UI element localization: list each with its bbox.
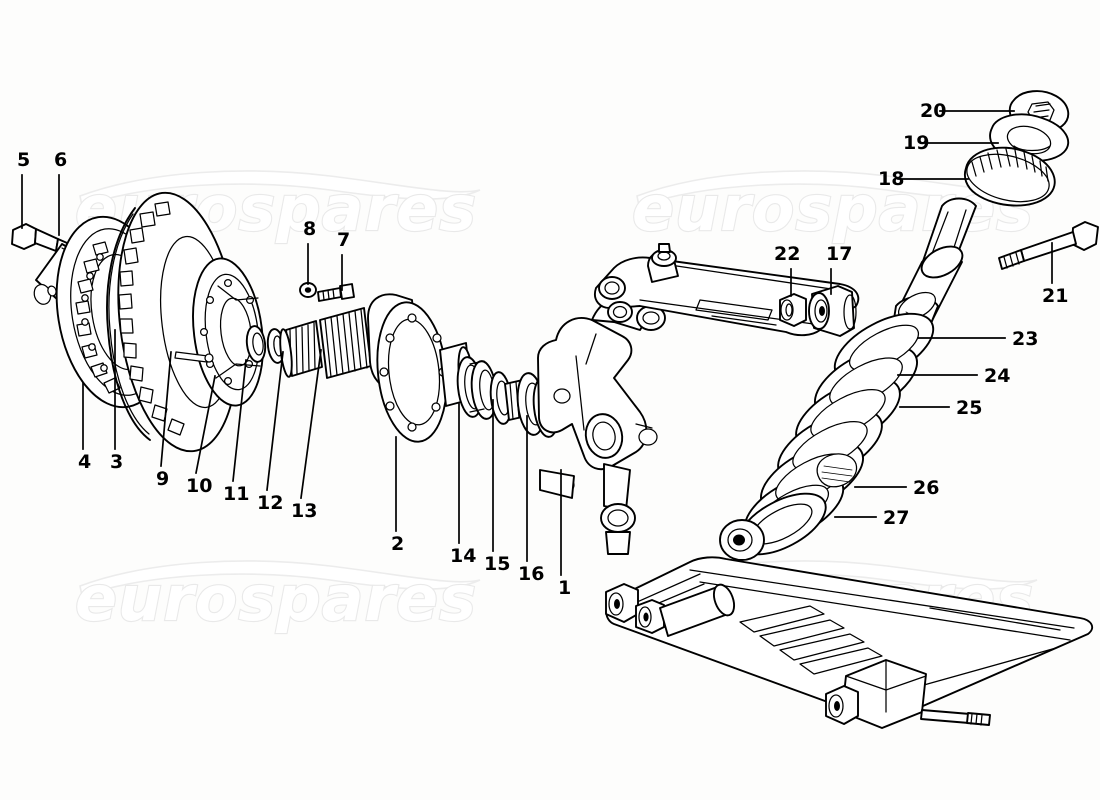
callout-2: 2	[391, 436, 404, 555]
callout-25: 25	[899, 397, 982, 419]
part-retaining-screw-9	[174, 351, 214, 363]
callout-number: 20	[920, 100, 946, 122]
callout-number: 5	[17, 149, 30, 171]
callout-number: 25	[956, 397, 982, 419]
callout-22: 22	[774, 243, 800, 297]
callout-number: 8	[303, 218, 316, 240]
watermark-text: eurospares	[75, 562, 477, 635]
callout-number: 15	[484, 553, 510, 575]
callout-6: 6	[54, 149, 67, 236]
callout-21: 21	[1042, 242, 1068, 307]
callout-15: 15	[484, 399, 510, 575]
callout-1: 1	[558, 469, 571, 599]
callout-7: 7	[337, 229, 350, 291]
part-hub-carrier-1	[537, 295, 666, 555]
part-arm-front-pivot	[605, 583, 736, 637]
callout-12: 12	[257, 351, 284, 514]
callout-number: 24	[984, 365, 1010, 387]
watermark-swoosh	[79, 170, 481, 208]
dust-shield-rivets	[81, 253, 108, 372]
leader-line	[160, 351, 172, 467]
callout-number: 3	[110, 451, 123, 473]
part-lower-shock-eye	[719, 519, 765, 561]
callout-number: 17	[826, 243, 852, 265]
callout-23: 23	[917, 328, 1038, 350]
callout-19: 19	[903, 132, 999, 154]
callout-number: 22	[774, 243, 800, 265]
leader-line	[195, 375, 216, 474]
leader-line	[300, 349, 322, 499]
callout-number: 6	[54, 149, 67, 171]
callout-number: 11	[223, 483, 249, 505]
control-arm-ribs	[739, 605, 883, 675]
callout-number: 4	[78, 451, 91, 473]
part-coil-spring-25	[719, 312, 935, 561]
part-nut-22	[779, 293, 807, 327]
callout-13: 13	[291, 349, 322, 522]
callout-number: 19	[903, 132, 929, 154]
callout-14: 14	[450, 403, 476, 567]
hub-bolt-holes	[379, 313, 448, 432]
part-lower-shock-26	[816, 453, 858, 488]
part-bolt-21	[998, 221, 1099, 270]
callout-4: 4	[78, 382, 91, 473]
callout-number: 2	[391, 533, 404, 555]
watermark-swoosh	[79, 560, 481, 598]
part-bushing-17	[808, 285, 857, 337]
callout-number: 12	[257, 492, 283, 514]
callout-26: 26	[854, 477, 939, 499]
part-wheel-hub-2	[367, 293, 475, 443]
callout-9: 9	[156, 351, 172, 490]
callout-20: 20	[920, 100, 1015, 122]
callout-number: 23	[1012, 328, 1038, 350]
disc-cooling-slots	[118, 201, 185, 436]
callout-17: 17	[826, 243, 852, 295]
watermark-group-3: eurospares	[74, 560, 481, 636]
callout-number: 10	[186, 475, 212, 497]
callout-number: 1	[558, 577, 571, 599]
callout-number: 26	[913, 477, 939, 499]
axle-splines	[324, 309, 368, 378]
callout-24: 24	[897, 365, 1010, 387]
part-bearing-11	[245, 325, 267, 363]
callout-18: 18	[878, 168, 969, 190]
callout-11: 11	[223, 359, 249, 505]
callout-8: 8	[303, 218, 316, 285]
callout-number: 27	[883, 507, 909, 529]
callout-number: 21	[1042, 285, 1068, 307]
part-arm-outer-joint	[825, 659, 991, 729]
callout-10: 10	[186, 375, 216, 497]
callout-3: 3	[110, 329, 123, 473]
callout-number: 16	[518, 563, 544, 585]
callout-27: 27	[834, 507, 909, 529]
part-stub-axle-13	[279, 307, 372, 379]
callout-number: 13	[291, 500, 317, 522]
callout-number: 18	[878, 168, 904, 190]
leader-line	[232, 359, 247, 482]
part-lower-control-arm	[605, 556, 1094, 729]
part-bump-stop-18	[963, 146, 1056, 207]
callout-number: 7	[337, 229, 350, 251]
callout-number: 14	[450, 545, 476, 567]
callout-number: 9	[156, 468, 169, 490]
callout-16: 16	[518, 415, 544, 585]
part-bolt-7	[317, 283, 355, 302]
callout-5: 5	[17, 149, 30, 229]
leader-line	[266, 351, 284, 491]
